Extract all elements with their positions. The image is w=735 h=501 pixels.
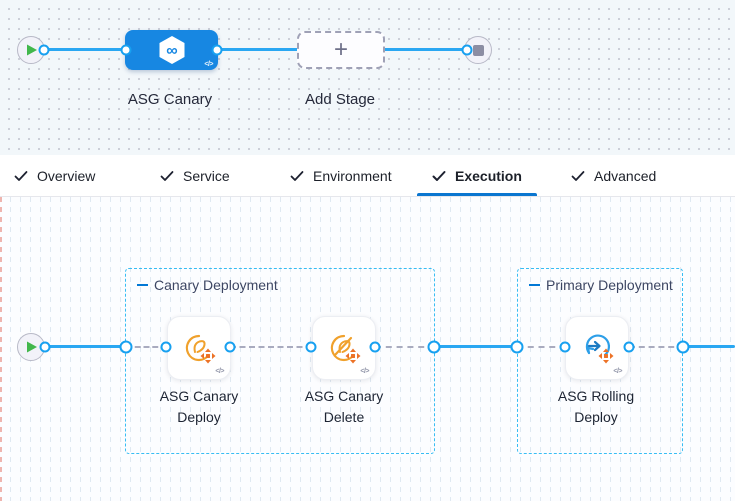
execution-graph-canvas: </> </>	[0, 197, 735, 501]
exec-dashed-link	[375, 346, 435, 348]
tab-label: Execution	[455, 167, 522, 184]
step-label-line: Deploy	[177, 409, 221, 425]
group-title-primary: Primary Deployment	[529, 277, 673, 293]
connector-stage-in[interactable]	[120, 44, 132, 56]
tab-overview[interactable]: Overview	[14, 155, 95, 196]
connector-step2-in[interactable]	[305, 341, 317, 353]
stop-icon	[472, 44, 484, 56]
stage-link-line	[44, 48, 468, 51]
connector-exec-start[interactable]	[39, 341, 51, 353]
stage-config-tabbar: Overview Service Environment Execution A…	[0, 155, 735, 197]
step-label-asg-canary-delete: ASG Canary Delete	[279, 386, 409, 428]
group-title-canary: Canary Deployment	[137, 277, 278, 293]
exec-dashed-link	[629, 346, 684, 348]
step-label-line: ASG Canary	[159, 388, 239, 404]
group-title-text: Canary Deployment	[154, 277, 278, 293]
connector-stage-out[interactable]	[211, 44, 223, 56]
connector-group1-in[interactable]	[119, 340, 133, 354]
step-label-line: ASG Canary	[304, 388, 384, 404]
connector-step1-in[interactable]	[160, 341, 172, 353]
check-icon	[14, 170, 28, 181]
connector-step3-in[interactable]	[559, 341, 571, 353]
yaml-code-badge: </>	[613, 368, 622, 375]
step-label-line: Delete	[323, 409, 365, 425]
asg-canary-deploy-icon	[185, 334, 216, 364]
yaml-code-badge: </>	[204, 61, 213, 68]
tab-label: Service	[183, 167, 230, 184]
tab-execution[interactable]: Execution	[432, 155, 522, 196]
step-label-line: ASG Rolling	[557, 388, 635, 404]
asg-rolling-deploy-icon	[585, 334, 614, 364]
tab-label: Overview	[37, 167, 96, 184]
stage-node-asg-canary[interactable]: ∞ </>	[125, 30, 218, 70]
svg-text:∞: ∞	[166, 43, 177, 60]
step-asg-canary-delete[interactable]: </>	[312, 316, 376, 380]
tab-environment[interactable]: Environment	[290, 155, 392, 196]
step-label-line: Deploy	[574, 409, 618, 425]
step-asg-rolling-deploy[interactable]: </>	[565, 316, 629, 380]
group-canary-deployment[interactable]	[125, 268, 435, 454]
connector-start[interactable]	[38, 44, 50, 56]
connector-step2-out[interactable]	[369, 341, 381, 353]
tab-label: Advanced	[594, 167, 657, 184]
exec-dashed-link	[126, 346, 167, 348]
check-icon	[432, 170, 446, 181]
connector-group2-in[interactable]	[510, 340, 524, 354]
group-title-dash-icon	[137, 283, 148, 287]
play-icon	[26, 341, 37, 353]
stage-graph-canvas: ∞ </> + ASG Canary Add Stage	[0, 0, 735, 155]
exec-link-line	[45, 345, 127, 348]
exec-link-line	[683, 345, 735, 348]
stage-label: ASG Canary	[127, 91, 213, 108]
check-icon	[290, 170, 304, 181]
yaml-code-badge: </>	[360, 368, 369, 375]
exec-dashed-link	[230, 346, 312, 348]
connector-end[interactable]	[461, 44, 473, 56]
tab-service[interactable]: Service	[160, 155, 230, 196]
asg-canary-delete-icon	[330, 334, 361, 364]
active-tab-underline	[417, 193, 537, 196]
group-title-dash-icon	[529, 283, 540, 287]
tab-label: Environment	[313, 167, 392, 184]
connector-step1-out[interactable]	[224, 341, 236, 353]
harness-logo-icon: ∞	[159, 36, 184, 64]
canvas-left-edge-marker	[0, 197, 2, 501]
add-stage-label: Add Stage	[304, 91, 376, 108]
group-primary-deployment[interactable]	[517, 268, 683, 454]
play-icon	[26, 44, 37, 56]
step-asg-canary-deploy[interactable]: </>	[167, 316, 231, 380]
exec-link-line	[434, 345, 518, 348]
plus-icon: +	[333, 36, 348, 63]
tab-advanced[interactable]: Advanced	[571, 155, 656, 196]
yaml-code-badge: </>	[215, 368, 224, 375]
exec-dashed-link	[517, 346, 566, 348]
check-icon	[571, 170, 585, 181]
connector-group2-out[interactable]	[676, 340, 690, 354]
check-icon	[160, 170, 174, 181]
connector-step3-out[interactable]	[623, 341, 635, 353]
connector-group1-out[interactable]	[427, 340, 441, 354]
step-label-asg-canary-deploy: ASG Canary Deploy	[134, 386, 264, 428]
step-label-asg-rolling-deploy: ASG Rolling Deploy	[531, 386, 661, 428]
group-title-text: Primary Deployment	[546, 277, 673, 293]
add-stage-button[interactable]: +	[297, 31, 385, 69]
